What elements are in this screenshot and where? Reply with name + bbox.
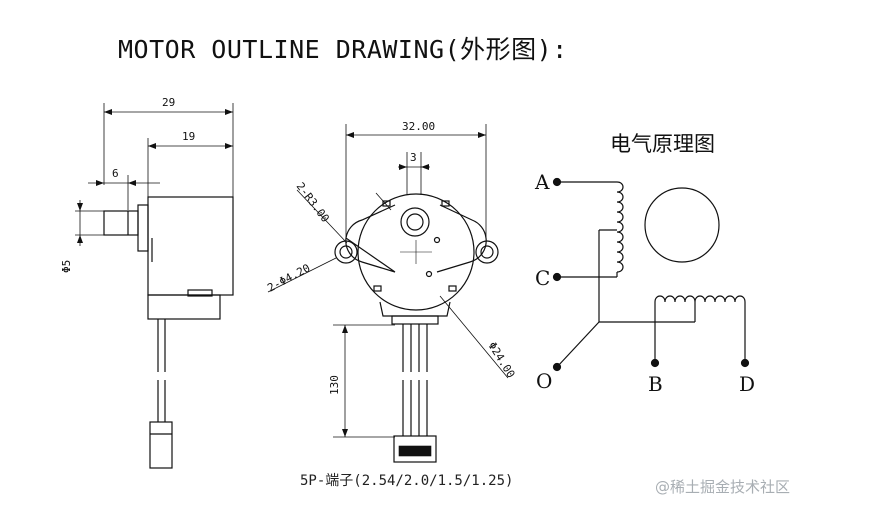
schematic <box>552 177 750 372</box>
schematic-title: 电气原理图 <box>610 132 715 156</box>
front-view <box>267 124 509 463</box>
dim-overall-length: 29 <box>162 96 175 109</box>
dim-wire-length: 130 <box>328 375 341 395</box>
dim-ear-radius: 2-R3.00 <box>294 180 332 225</box>
terminal-d-dot <box>740 358 750 368</box>
terminal-a-label: A <box>534 170 550 194</box>
terminal-o-label: O <box>536 369 552 393</box>
dim-body-length: 19 <box>182 130 195 143</box>
terminal-b-label: B <box>648 372 663 396</box>
side-view <box>75 103 234 469</box>
terminal-d-label: D <box>739 372 755 396</box>
terminal-c-label: C <box>535 266 550 290</box>
dim-shaft-diameter: Φ5 <box>60 260 73 273</box>
dim-body-diameter: Φ24.00 <box>485 340 517 381</box>
page-title: MOTOR OUTLINE DRAWING(外形图): <box>118 35 568 64</box>
watermark: @稀土掘金技术社区 <box>655 478 791 496</box>
connector-caption: 5P-端子(2.54/2.0/1.5/1.25) <box>300 473 514 489</box>
terminal-c-dot <box>552 272 562 282</box>
dim-flat-width: 3 <box>410 151 417 164</box>
terminal-o-dot <box>552 362 562 372</box>
rotor-circle <box>644 187 720 263</box>
dim-shaft-length: 6 <box>112 167 119 180</box>
terminal-b-dot <box>650 358 660 368</box>
dim-front-width: 32.00 <box>402 120 435 133</box>
terminal-a-dot <box>552 177 562 187</box>
dim-mount-holes: 2-Φ4.20 <box>265 261 312 294</box>
